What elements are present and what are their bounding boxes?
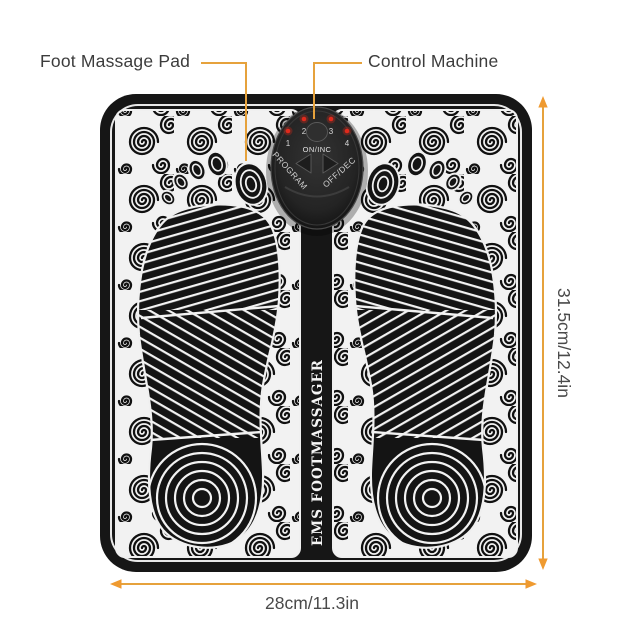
led-4 — [344, 128, 350, 134]
led-1 — [285, 128, 291, 134]
led-indicators: 1 2 3 4 — [283, 114, 352, 148]
power-button — [306, 122, 328, 142]
power-button-label: ON/INC — [303, 145, 332, 154]
arrow-right-icon — [525, 579, 537, 589]
pad-inner-outline — [110, 104, 522, 562]
height-dimension-label: 31.5cm/12.4in — [554, 288, 574, 398]
led-2 — [301, 116, 307, 122]
height-dimension-arrow — [538, 96, 548, 570]
foot-pad-callout-line-vertical — [245, 62, 247, 161]
program-arrow-button — [295, 153, 312, 174]
arrow-down-icon — [538, 558, 548, 570]
brand-text: EMS FOOTMASSAGER — [310, 359, 326, 546]
foot-massage-pad-label: Foot Massage Pad — [40, 51, 191, 71]
machine-body — [270, 106, 364, 230]
width-dimension-label: 28cm/11.3in — [265, 593, 360, 613]
led-label-1: 1 — [286, 139, 291, 148]
machine-crease — [284, 186, 350, 198]
foot-pad-callout-line — [201, 62, 247, 64]
width-dimension-arrow — [110, 579, 537, 589]
control-machine: 1 2 3 4 ON/INC PROGRAM OFF/DEC — [266, 106, 368, 236]
led-label-2: 2 — [302, 127, 307, 136]
arrow-up-icon — [538, 96, 548, 108]
off-arrow-button — [322, 153, 339, 174]
control-machine-callout-line — [313, 62, 362, 64]
foot-toes — [159, 150, 269, 207]
led-label-4: 4 — [345, 139, 350, 148]
control-machine-label: Control Machine — [368, 51, 499, 71]
led-3 — [328, 116, 334, 122]
left-foot-print — [136, 150, 281, 549]
machine-rim — [274, 110, 360, 226]
foot-massage-pad: EMS FOOTMASSAGER — [100, 94, 532, 572]
led-label-3: 3 — [329, 127, 334, 136]
control-machine-callout-line-vertical — [313, 62, 315, 119]
arrow-left-icon — [110, 579, 122, 589]
